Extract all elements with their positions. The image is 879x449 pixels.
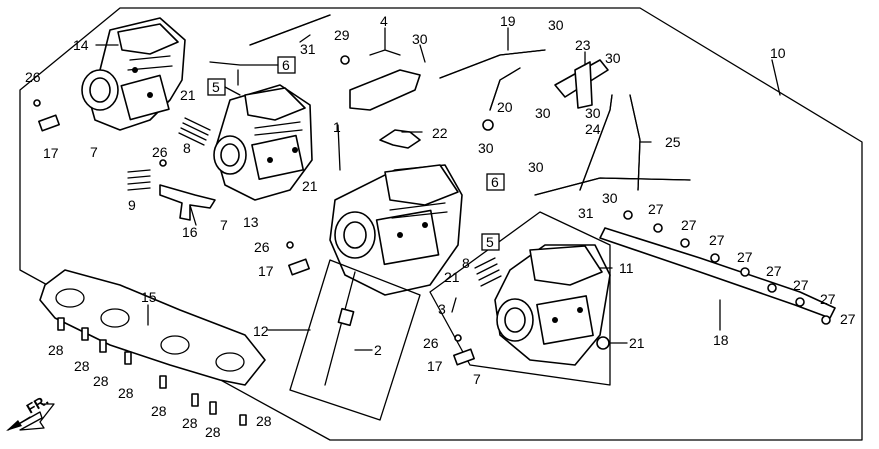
callout-22: 22 xyxy=(432,125,448,141)
callout-30-g: 30 xyxy=(528,159,544,175)
callout-30-c: 30 xyxy=(605,50,621,66)
callout-27-h: 27 xyxy=(840,311,856,327)
callout-6-top: 6 xyxy=(282,57,290,73)
callout-5-right: 5 xyxy=(486,234,494,250)
callout-24: 24 xyxy=(585,121,601,137)
callout-27-c: 27 xyxy=(709,232,725,248)
callout-13: 13 xyxy=(243,214,259,230)
manifold-ports xyxy=(55,288,245,372)
callout-16: 16 xyxy=(182,224,198,240)
callout-21-right: 21 xyxy=(444,269,460,285)
group-12-outline xyxy=(289,259,421,421)
callout-25: 25 xyxy=(665,134,681,150)
callout-15: 15 xyxy=(141,289,157,305)
stay-4 xyxy=(349,69,421,111)
callout-21-top: 21 xyxy=(180,87,196,103)
callout-30-f: 30 xyxy=(478,140,494,156)
callout-7-mid: 7 xyxy=(220,217,228,233)
callout-30-e: 30 xyxy=(585,105,601,121)
callout-28-a: 28 xyxy=(48,342,64,358)
callout-9: 9 xyxy=(128,197,136,213)
callout-2: 2 xyxy=(374,342,382,358)
callout-1: 1 xyxy=(333,119,341,135)
callout-31-top: 31 xyxy=(300,41,316,57)
callout-17-right: 17 xyxy=(427,358,443,374)
callout-30-a: 30 xyxy=(412,31,428,47)
callout-5-top: 5 xyxy=(212,79,220,95)
callout-27-b: 27 xyxy=(681,217,697,233)
callout-19: 19 xyxy=(500,13,516,29)
callout-26-lower: 26 xyxy=(254,239,270,255)
callout-4: 4 xyxy=(380,13,388,29)
screws-28 xyxy=(57,317,247,426)
spring-8-left xyxy=(178,117,211,146)
callout-27-f: 27 xyxy=(793,277,809,293)
callout-28-b: 28 xyxy=(74,358,90,374)
bracket-16 xyxy=(159,184,216,221)
callout-27-g: 27 xyxy=(820,291,836,307)
callout-18: 18 xyxy=(713,332,729,348)
callout-20: 20 xyxy=(497,99,513,115)
callout-14: 14 xyxy=(73,37,89,53)
box-5-right xyxy=(481,233,500,251)
callout-10: 10 xyxy=(770,45,786,61)
callout-12: 12 xyxy=(253,323,269,339)
leader-lines xyxy=(95,27,781,351)
callout-30-d: 30 xyxy=(535,105,551,121)
callout-23: 23 xyxy=(575,37,591,53)
callout-27-d: 27 xyxy=(737,249,753,265)
box-6-right xyxy=(486,173,505,191)
callout-8-right: 8 xyxy=(462,255,470,271)
callout-labels: 14 26 17 7 31 6 5 21 29 4 30 19 30 23 30… xyxy=(25,13,856,440)
front-arrow-icon xyxy=(6,403,55,431)
group-11-outline xyxy=(429,211,611,386)
carburetor-1 xyxy=(81,17,186,131)
callout-27-a: 27 xyxy=(648,201,664,217)
callout-17: 17 xyxy=(43,145,59,161)
spring-9 xyxy=(127,169,151,191)
callout-26-mid: 26 xyxy=(152,144,168,160)
callout-29: 29 xyxy=(334,27,350,43)
callout-7-right: 7 xyxy=(473,371,481,387)
callout-28-d: 28 xyxy=(118,385,134,401)
screws-27 xyxy=(623,210,831,325)
small-parts xyxy=(33,55,610,366)
callout-27-e: 27 xyxy=(766,263,782,279)
callout-28-e: 28 xyxy=(151,403,167,419)
carburetor-4 xyxy=(494,244,611,366)
callout-8-left: 8 xyxy=(183,140,191,156)
callout-11: 11 xyxy=(619,260,634,276)
carburetor-2 xyxy=(213,84,313,201)
spring-8-right xyxy=(474,257,502,287)
callout-21-mid: 21 xyxy=(302,178,318,194)
callout-26: 26 xyxy=(25,69,41,85)
callout-3: 3 xyxy=(438,301,446,317)
callout-21-lower: 21 xyxy=(629,335,645,351)
callout-30-h: 30 xyxy=(602,190,618,206)
stay-22 xyxy=(379,129,421,149)
assembly-frame xyxy=(19,7,863,441)
manifold-plate xyxy=(39,269,266,386)
callout-31-lower: 31 xyxy=(578,205,594,221)
callout-28-f: 28 xyxy=(182,415,198,431)
carburetor-3 xyxy=(329,164,463,296)
callout-17-mid: 17 xyxy=(258,263,274,279)
callout-28-c: 28 xyxy=(93,373,109,389)
rod-2 xyxy=(324,271,356,386)
callout-28-h: 28 xyxy=(256,413,272,429)
callout-28-g: 28 xyxy=(205,424,221,440)
callout-6-right: 6 xyxy=(491,174,499,190)
callout-7: 7 xyxy=(90,144,98,160)
hose-19 xyxy=(439,49,546,79)
callout-30-b: 30 xyxy=(548,17,564,33)
callout-26-right: 26 xyxy=(423,335,439,351)
